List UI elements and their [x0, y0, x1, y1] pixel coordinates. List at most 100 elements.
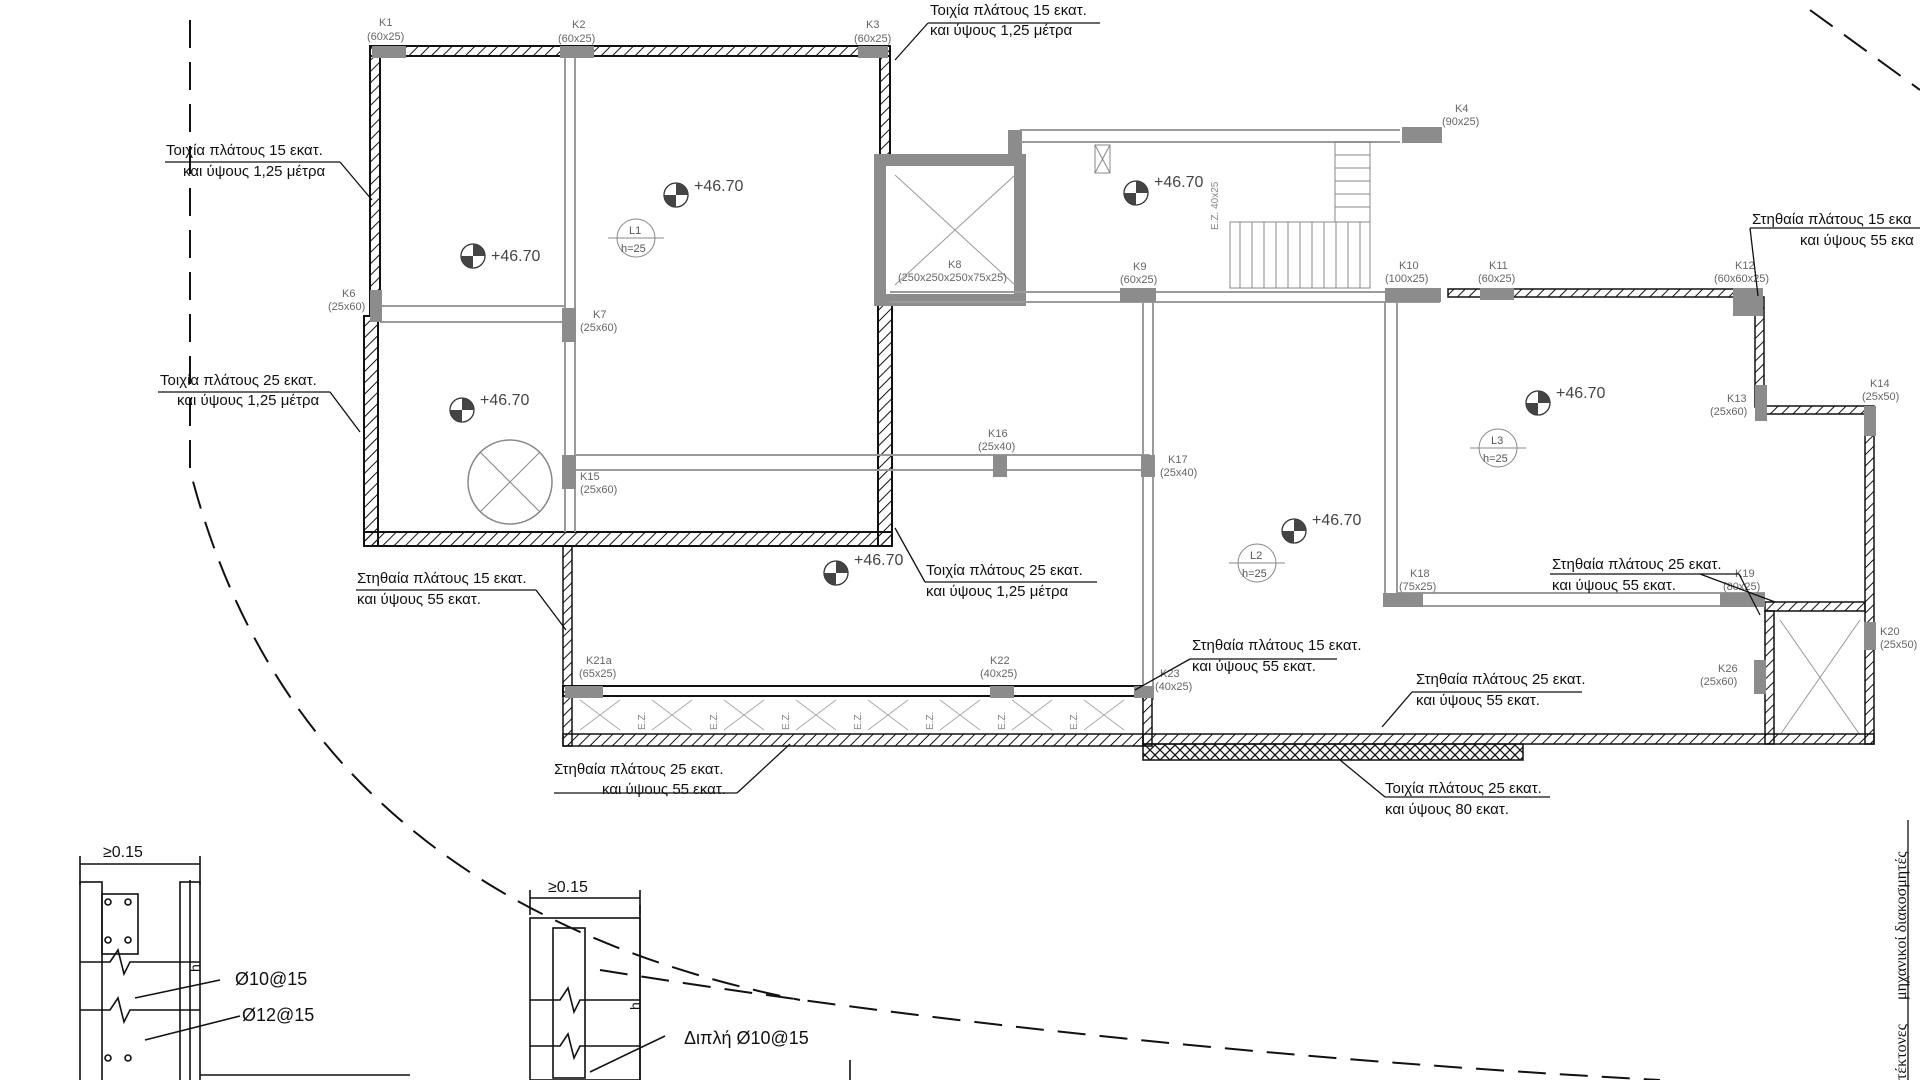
dimension-label: ≥0.15	[103, 844, 143, 861]
slab-marker: L1 h=25	[608, 218, 664, 258]
column-label: K11	[1489, 260, 1508, 272]
wall-note: και ύψους 1,25 μέτρα	[926, 583, 1068, 600]
title-block: μηχανικοί διακοσμητές τέκτονες	[1893, 820, 1910, 1080]
wall-note: Τοιχία πλάτους 15 εκατ.	[930, 2, 1087, 19]
rebar-label: Ø10@15	[235, 969, 307, 989]
column-size: (40x25)	[1155, 681, 1192, 693]
elevation-marker: +46.70	[823, 552, 903, 586]
rebar-detail-2	[529, 890, 851, 1080]
left-block	[363, 45, 1150, 547]
svg-text:L1: L1	[629, 225, 641, 237]
rebar-detail-texts: ≥0.15 ≥0.15 h h Ø10@15 Ø12@15 Διπλή Ø10@…	[103, 844, 809, 1048]
column-size: (40x25)	[980, 668, 1017, 680]
slab-marker: L2 h=25	[1229, 543, 1285, 583]
column-label: K8	[948, 259, 961, 271]
slab-markers: L1 h=25 L2 h=25 L3h=25	[608, 218, 1526, 583]
column-size: (25x60)	[1710, 406, 1747, 418]
column-label: K16	[988, 428, 1008, 440]
column-size: (60x25)	[1120, 274, 1157, 286]
column-size: (80x25)	[1723, 581, 1760, 593]
bottom-walls: E.Z. E.Z. E.Z. E.Z. E.Z. E.Z. E.Z.	[562, 545, 1875, 761]
wall-note: και ύψους 1,25 μέτρα	[930, 22, 1072, 39]
column-size: (60x25)	[854, 33, 891, 45]
column-label: (60x25)	[558, 33, 595, 45]
wall-note: Τοιχία πλάτους 25 εκατ.	[1385, 780, 1542, 797]
ez-label: E.Z.	[1069, 712, 1080, 730]
svg-text:+46.70: +46.70	[1556, 385, 1605, 402]
wall-note: Στηθαία πλάτους 15 εκα	[1752, 211, 1912, 228]
wall-note: Στηθαία πλάτους 15 εκατ.	[357, 570, 527, 587]
column-label: K20	[1880, 626, 1900, 638]
site-boundary-arc-2	[599, 969, 1661, 1080]
svg-text:h=25: h=25	[1483, 453, 1508, 465]
wall-note: και ύψους 55 εκατ.	[602, 781, 726, 798]
column-size: (60x60x25)	[1714, 273, 1769, 285]
column-label: K22	[990, 655, 1010, 667]
svg-text:+46.70: +46.70	[1154, 174, 1203, 191]
stair-label: E.Z. 40x25	[1210, 181, 1221, 230]
column-size: (25x40)	[1160, 467, 1197, 479]
rebar-label: Ø12@15	[242, 1005, 314, 1025]
elevation-marker: +46.70	[663, 178, 743, 208]
column-size: (25x50)	[1862, 391, 1899, 403]
column-size: (25x40)	[978, 441, 1015, 453]
wall-note: και ύψους 55 εκατ.	[1416, 692, 1540, 709]
wall-note: και ύψους 55 εκατ.	[357, 591, 481, 608]
column-size: (60x25)	[1478, 273, 1515, 285]
column-blocks	[370, 46, 1876, 698]
rebar-detail-1	[79, 856, 410, 1080]
svg-text:h=25: h=25	[1242, 568, 1267, 580]
column-size: (25x60)	[328, 301, 365, 313]
column-size: (75x25)	[1399, 581, 1436, 593]
wall-note: Στηθαία πλάτους 25 εκατ.	[1416, 671, 1586, 688]
column-label: K1	[379, 17, 392, 29]
column-label: K18	[1410, 568, 1430, 580]
column-label: K21a	[586, 655, 613, 667]
column-label: K15	[580, 471, 600, 483]
dimension-label: ≥0.15	[548, 879, 588, 896]
column-label: K17	[1168, 454, 1188, 466]
slab-marker: L3h=25	[1470, 428, 1526, 468]
column-label: K26	[1718, 663, 1738, 675]
ez-label: E.Z.	[853, 712, 864, 730]
wall-note: Στηθαία πλάτους 25 εκατ.	[1552, 556, 1722, 573]
wall-note: Τοιχία πλάτους 25 εκατ.	[160, 372, 317, 389]
column-label: K2	[572, 19, 585, 31]
svg-text:+46.70: +46.70	[491, 248, 540, 265]
core-block: E.Z. 40x25	[874, 129, 1440, 306]
ez-label: E.Z.	[637, 712, 648, 730]
column-label: K7	[593, 309, 606, 321]
column-size: (25x60)	[1700, 676, 1737, 688]
elevation-marker: +46.70	[1525, 385, 1605, 416]
column-label: K4	[1455, 103, 1468, 115]
column-label: K9	[1133, 261, 1146, 273]
wall-note: και ύψους 1,25 μέτρα	[183, 163, 325, 180]
ez-label: E.Z.	[997, 712, 1008, 730]
column-size: (25x50)	[1880, 639, 1917, 651]
svg-text:+46.70: +46.70	[480, 392, 529, 409]
wall-note: και ύψους 55 εκα	[1800, 232, 1914, 249]
wall-note: και ύψους 1,25 μέτρα	[177, 392, 319, 409]
side-text: μηχανικοί διακοσμητές	[1893, 851, 1910, 1000]
column-size: (65x25)	[579, 668, 616, 680]
side-text: τέκτονες	[1893, 1023, 1910, 1080]
elevation-marker: +46.70	[1123, 174, 1203, 206]
column-label: K23	[1160, 668, 1180, 680]
column-label: K10	[1399, 260, 1419, 272]
elevation-marker: +46.70	[460, 243, 540, 269]
column-size: (25x60)	[580, 484, 617, 496]
svg-text:h=25: h=25	[621, 243, 646, 255]
wall-note: Στηθαία πλάτους 15 εκατ.	[1192, 637, 1362, 654]
height-label: h	[187, 964, 203, 972]
column-label: K14	[1870, 378, 1890, 390]
wall-note: και ύψους 55 εκατ.	[1192, 658, 1316, 675]
elevation-marker: +46.70	[1281, 512, 1361, 544]
elevation-markers: +46.70 +46.70 +46.70 +46.70 +46.70 +46.7…	[449, 174, 1605, 586]
svg-text:+46.70: +46.70	[1312, 512, 1361, 529]
column-label: K3	[866, 19, 879, 31]
wall-note: Τοιχία πλάτους 15 εκατ.	[166, 142, 323, 159]
column-size: (60x25)	[367, 31, 404, 43]
svg-text:L2: L2	[1250, 550, 1262, 562]
site-boundary-arc-3	[1809, 9, 1920, 91]
